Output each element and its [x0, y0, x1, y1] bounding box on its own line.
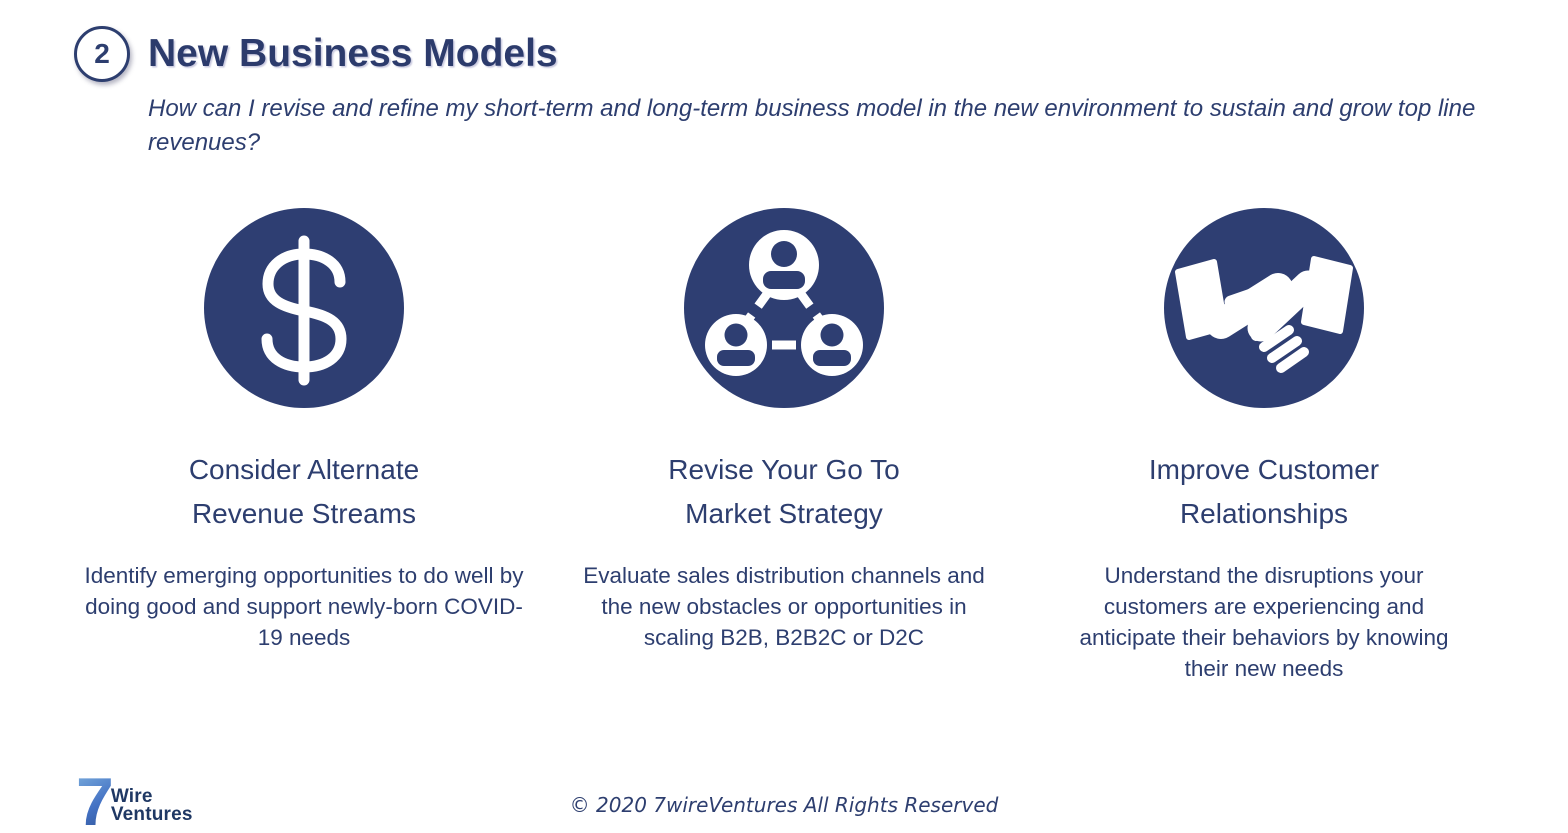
dollar-icon-glyph: [261, 235, 347, 386]
column-title-line2: Relationships: [1179, 498, 1349, 529]
page-title: New Business Models: [148, 32, 558, 75]
column-description: Identify emerging opportunities to do we…: [84, 563, 524, 650]
column-title-line2: Revenue Streams: [191, 498, 417, 529]
copyright-text: © 2020 7wireVentures All Rights Reserved: [569, 793, 999, 817]
slide-number-badge: 2: [74, 26, 130, 82]
slide-header: 2 New Business Models: [74, 26, 558, 82]
column-title: Improve Customer Relationships: [1024, 448, 1504, 536]
column-title-line1: Improve Customer: [1148, 454, 1380, 485]
handshake-icon: [1164, 208, 1364, 408]
column-customer-relationships: Improve Customer Relationships Understan…: [1024, 208, 1504, 684]
7wire-ventures-logo: 7 Wire Ventures: [76, 764, 193, 833]
column-title-line1: Revise Your Go To: [668, 454, 900, 485]
column-go-to-market: Revise Your Go To Market Strategy Evalua…: [544, 208, 1024, 684]
handshake-icon-glyph: [1175, 256, 1353, 373]
column-description: Understand the disruptions your customer…: [1079, 563, 1449, 681]
column-title-line2: Market Strategy: [685, 498, 883, 529]
slide-subtitle: How can I revise and refine my short-ter…: [148, 95, 1476, 156]
logo-wire-text: Wire: [110, 786, 153, 807]
dollar-icon: [204, 208, 404, 408]
column-title: Revise Your Go To Market Strategy: [544, 448, 1024, 536]
logo-seven-glyph: 7: [76, 764, 114, 833]
network-people-icon-glyph: [705, 230, 863, 376]
column-alternate-revenue: Consider Alternate Revenue Streams Ident…: [64, 208, 544, 684]
network-people-icon: [684, 208, 884, 408]
column-title-line1: Consider Alternate: [188, 454, 420, 485]
three-column-layout: Consider Alternate Revenue Streams Ident…: [64, 208, 1504, 684]
logo-wordmark: Wire Ventures: [110, 786, 193, 825]
column-title: Consider Alternate Revenue Streams: [64, 448, 544, 536]
logo-ventures-text: Ventures: [110, 804, 193, 825]
column-description: Evaluate sales distribution channels and…: [583, 563, 985, 650]
